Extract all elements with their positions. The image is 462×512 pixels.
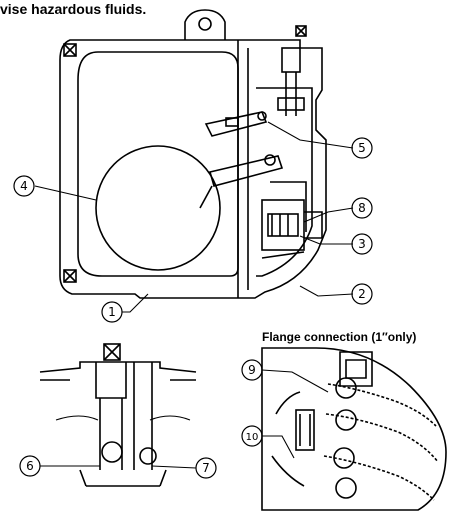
flange-inset bbox=[261, 347, 447, 511]
callout-rings bbox=[13, 137, 373, 479]
callout-6: 6 bbox=[26, 459, 34, 473]
callout-9: 9 bbox=[248, 363, 256, 377]
main-valve bbox=[261, 199, 323, 259]
air-vent-valve bbox=[277, 47, 305, 116]
caption-fragment: vise hazardous fluids. bbox=[0, 1, 147, 17]
callout-5: 5 bbox=[358, 141, 366, 155]
callout-7: 7 bbox=[202, 461, 210, 475]
callout-8: 8 bbox=[358, 201, 366, 215]
flange-leaders bbox=[261, 369, 329, 459]
callout-4: 4 bbox=[20, 179, 28, 193]
callout-2: 2 bbox=[358, 287, 366, 301]
callout-10: 10 bbox=[246, 432, 259, 443]
detail-leaders bbox=[40, 465, 197, 469]
callout-3: 3 bbox=[358, 237, 366, 251]
float-ball bbox=[95, 145, 221, 271]
leader-lines bbox=[34, 121, 354, 313]
flange-connection-title: Flange connection (1″only) bbox=[262, 330, 417, 344]
valve-seat-detail bbox=[39, 343, 197, 487]
lever-mechanism bbox=[199, 111, 284, 209]
callout-1: 1 bbox=[108, 305, 116, 319]
